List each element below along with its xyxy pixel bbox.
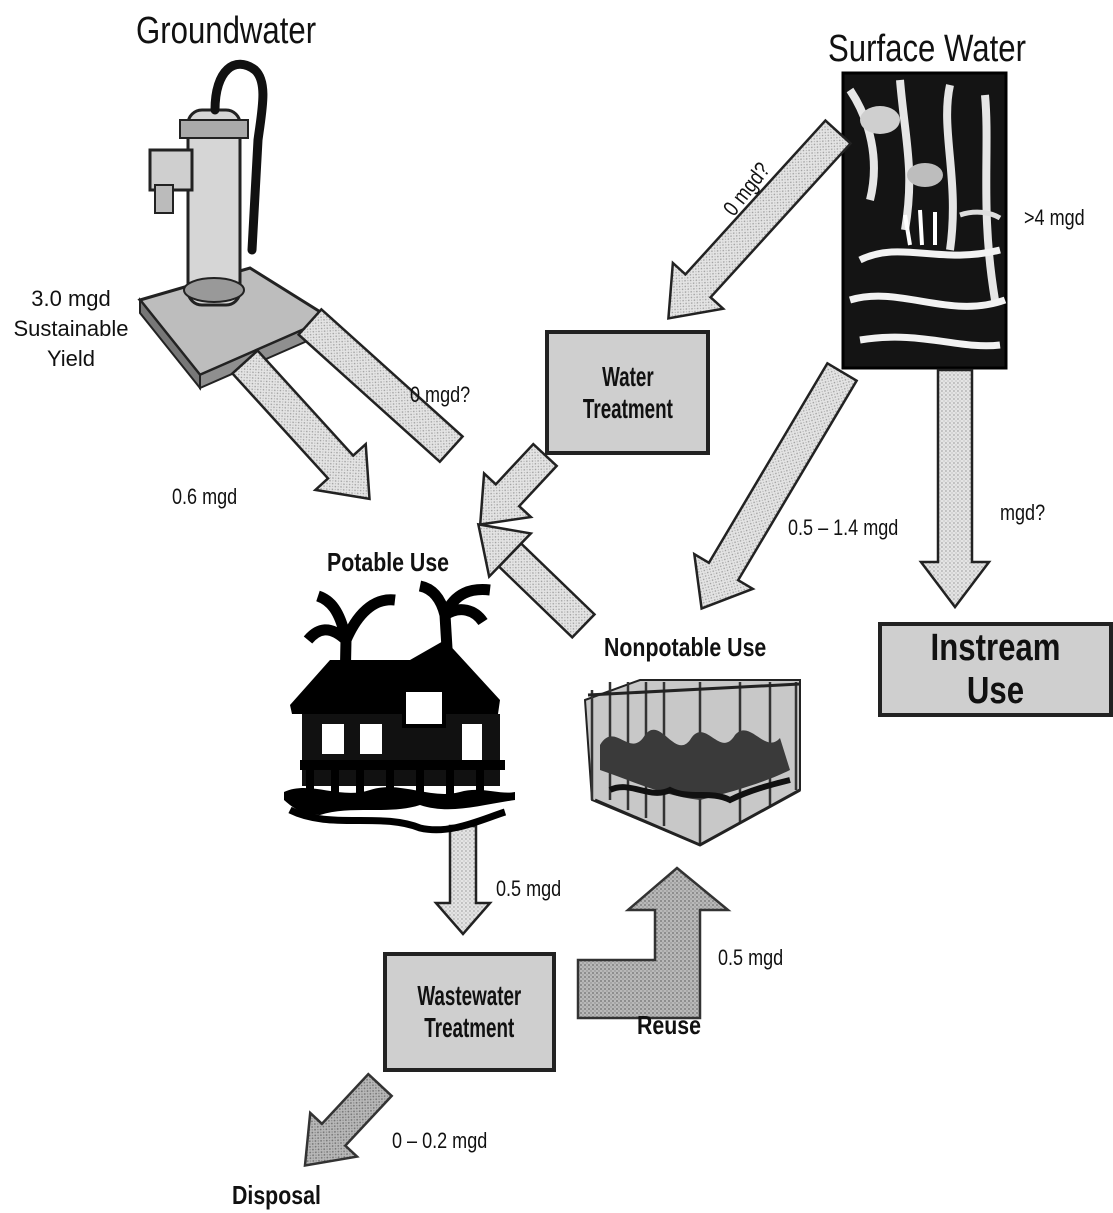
arrow-disposal [282, 1063, 404, 1187]
wastewater-treatment-label-line2: Treatment [418, 1012, 522, 1044]
potable-use-label: Potable Use [327, 547, 449, 578]
instream-use-box: Instream Use [878, 622, 1113, 717]
gw-yield-line2: Sustainable [12, 314, 130, 344]
wastewater-treatment-label-line1: Wastewater [418, 980, 522, 1012]
gw-yield-line1: 3.0 mgd [12, 284, 130, 314]
gw-yield-line3: Yield [12, 344, 130, 374]
stilt-house-icon [284, 586, 515, 830]
water-treatment-label-line1: Water [582, 361, 672, 393]
groundwater-title: Groundwater [136, 10, 316, 53]
sw-total-label: >4 mgd [1024, 205, 1085, 231]
arrow-sw-to-instream [921, 370, 989, 607]
gw-yield-label: 3.0 mgd Sustainable Yield [12, 284, 130, 374]
sw-to-instream-label: mgd? [1000, 500, 1045, 526]
surface-water-title: Surface Water [828, 28, 1026, 71]
instream-use-label: Instream Use [902, 627, 1088, 713]
gw-to-nonpotable-label: 0 mgd? [410, 382, 470, 408]
water-treatment-label-line2: Treatment [582, 393, 672, 425]
hand-pump-icon [140, 64, 330, 388]
garden-icon [585, 680, 800, 845]
gw-to-potable-label: 0.6 mgd [172, 484, 237, 510]
arrow-sw-to-treatment [643, 109, 863, 341]
reuse-label: Reuse [637, 1010, 701, 1041]
reuse-flow-label: 0.5 mgd [718, 945, 783, 971]
sw-to-nonpotable-label: 0.5 – 1.4 mgd [788, 515, 898, 541]
disposal-flow-label: 0 – 0.2 mgd [392, 1128, 487, 1154]
nonpotable-use-label: Nonpotable Use [604, 632, 766, 663]
arrow-reuse [578, 868, 728, 1018]
waterfall-photo [843, 73, 1006, 368]
arrow-potable-to-wastewater [436, 826, 490, 934]
potable-to-wastewater-label: 0.5 mgd [496, 876, 561, 902]
disposal-label: Disposal [232, 1180, 321, 1211]
